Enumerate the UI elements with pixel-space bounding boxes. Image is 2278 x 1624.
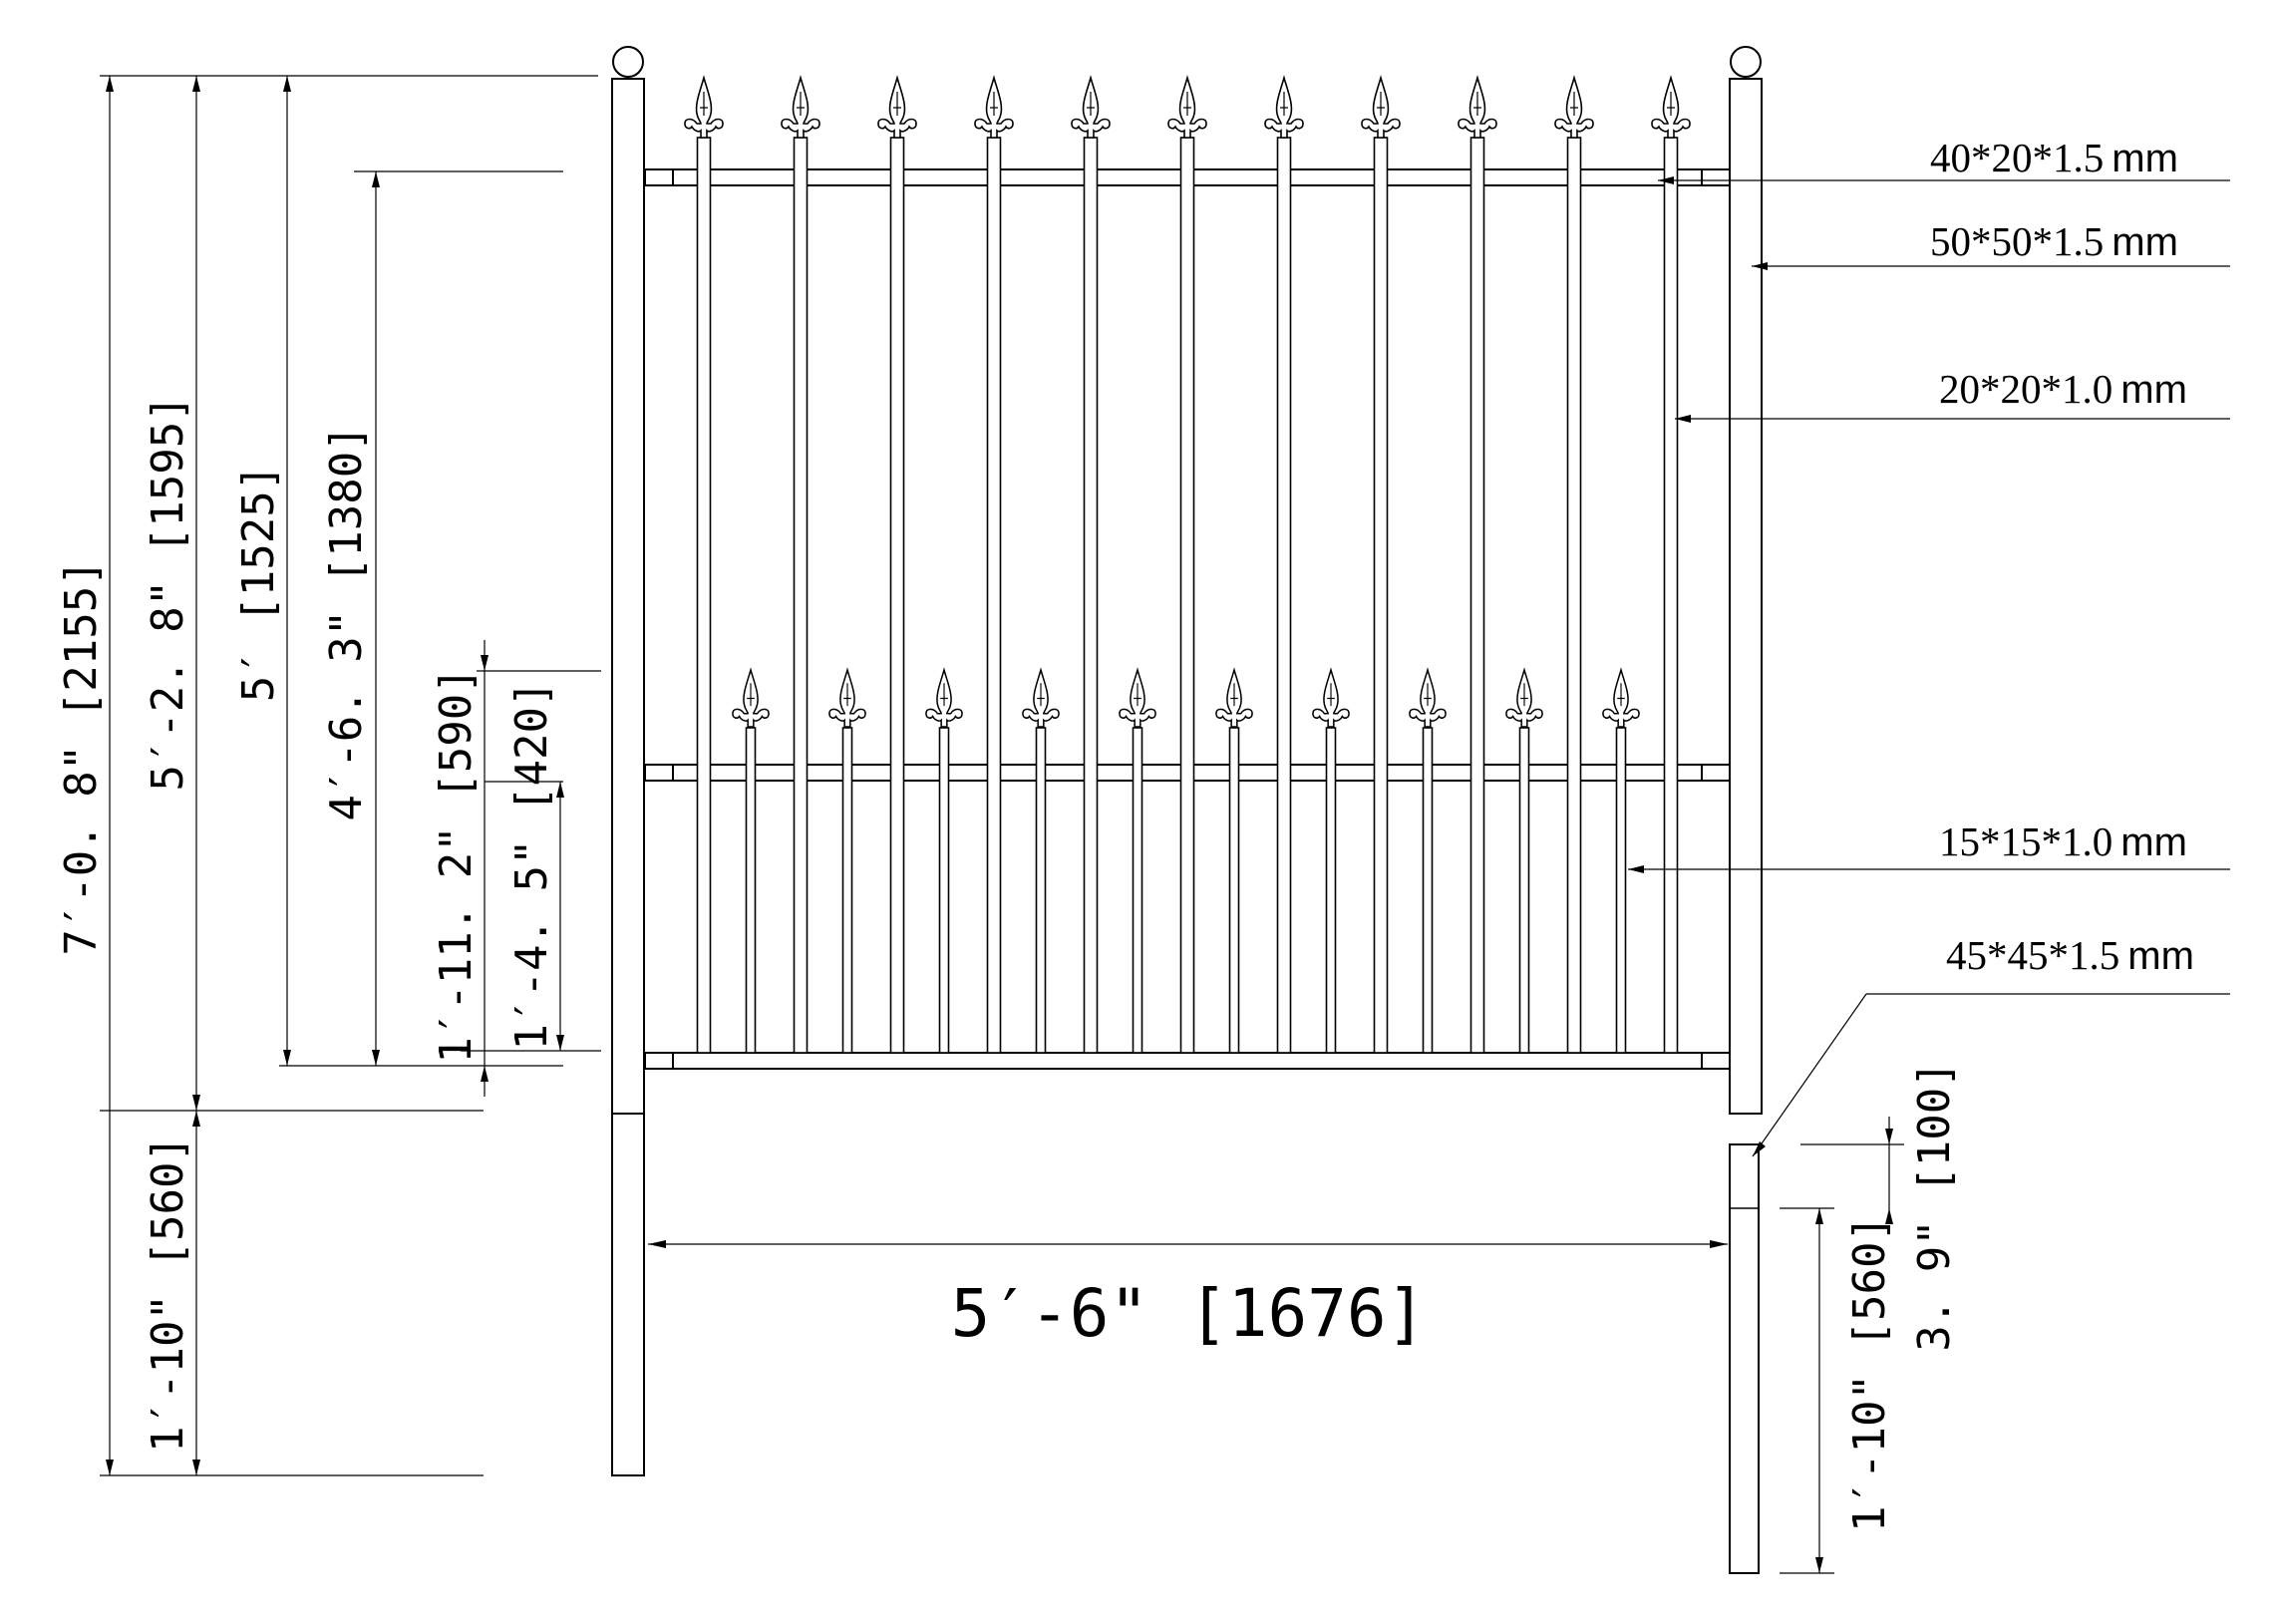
dim-extra-post-depth: 1′-10" [560]: [1844, 1215, 1895, 1532]
bottom-rail: [644, 1052, 1731, 1070]
finial-icon: [1651, 75, 1691, 139]
dim-short-picket-height: 1′-11. 2" [590]: [431, 667, 482, 1063]
picket: [1422, 727, 1434, 1054]
picket: [1228, 727, 1240, 1054]
finial-icon: [1505, 667, 1543, 728]
left-post-ball-cap: [612, 46, 644, 78]
svg-text:15*15*1.0mm: 15*15*1.0mm: [1939, 818, 2187, 864]
long-pickets: [684, 75, 1691, 1054]
picket: [1518, 727, 1530, 1054]
picket: [1663, 137, 1679, 1054]
spec-leaders: [1628, 176, 2230, 1157]
picket: [1276, 137, 1292, 1054]
picket: [696, 137, 712, 1054]
finial-icon: [1022, 667, 1060, 728]
picket: [1566, 137, 1582, 1054]
svg-text:45*45*1.5mm: 45*45*1.5mm: [1946, 932, 2194, 978]
dim-post-offset: 3. 9" [100]: [1909, 1061, 1960, 1351]
picket: [1615, 727, 1627, 1054]
finial-icon: [925, 667, 963, 728]
right-post-ball-cap: [1730, 46, 1762, 78]
picket: [1469, 137, 1485, 1054]
picket: [986, 137, 1002, 1054]
finial-icon: [1458, 75, 1497, 139]
width-dimension-line: [648, 1240, 1728, 1248]
picket: [938, 727, 950, 1054]
right-post: [1729, 46, 1763, 1115]
finial-icon: [1119, 667, 1156, 728]
finial-icon: [877, 75, 917, 139]
finial-icon: [1554, 75, 1594, 139]
svg-text:50*50*1.5mm: 50*50*1.5mm: [1930, 218, 2178, 264]
dim-panel-width: 5′-6" [1676]: [951, 1275, 1427, 1352]
finial-icon: [1215, 667, 1253, 728]
picket: [1083, 137, 1099, 1054]
picket: [841, 727, 853, 1054]
picket: [1132, 727, 1143, 1054]
left-dimension-lines: [100, 75, 601, 1476]
finial-icon: [974, 75, 1014, 139]
finial-icon: [1264, 75, 1304, 139]
finial-icon: [1409, 667, 1447, 728]
dim-post-depth: 1′-10" [560]: [143, 1136, 193, 1453]
dim-lower-section-height: 1′-4. 5" [420]: [506, 681, 557, 1051]
finial-icon: [1167, 75, 1207, 139]
finial-icon: [684, 75, 724, 139]
finial-icon: [781, 75, 820, 139]
dim-panel-height: 5′ [1525]: [233, 465, 284, 702]
svg-text:40*20*1.5mm: 40*20*1.5mm: [1930, 135, 2178, 180]
finial-icon: [1312, 667, 1350, 728]
picket: [745, 727, 757, 1054]
picket: [889, 137, 905, 1054]
picket: [1035, 727, 1047, 1054]
short-pickets: [732, 667, 1640, 1054]
finial-icon: [828, 667, 866, 728]
left-post: [611, 46, 645, 1476]
finial-icon: [732, 667, 770, 728]
finial-icon: [1071, 75, 1111, 139]
picket: [1325, 727, 1337, 1054]
dim-picket-height: 4′-6. 3" [1380]: [321, 425, 372, 820]
extra-post: [1729, 1143, 1760, 1574]
dim-height-to-top-rail: 5′-2. 8" [1595]: [143, 395, 193, 791]
dim-total-height: 7′-0. 8" [2155]: [56, 559, 107, 955]
right-dimension-lines: [1780, 1117, 1904, 1574]
svg-text:20*20*1.0mm: 20*20*1.0mm: [1939, 366, 2187, 412]
finial-icon: [1361, 75, 1401, 139]
picket: [1373, 137, 1389, 1054]
finial-icon: [1602, 667, 1640, 728]
picket: [793, 137, 809, 1054]
picket: [1179, 137, 1195, 1054]
left-post-underground: [611, 1113, 645, 1476]
